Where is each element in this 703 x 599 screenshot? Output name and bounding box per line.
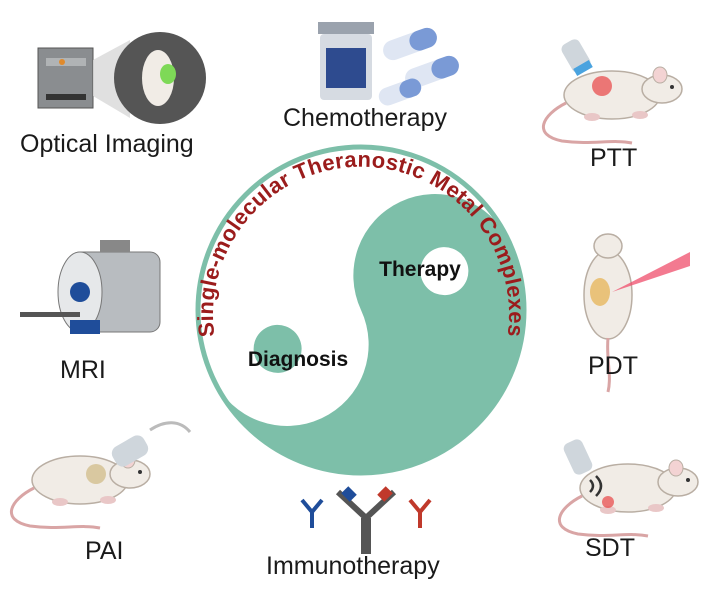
chemotherapy-label: Chemotherapy <box>283 104 447 132</box>
pdt-label: PDT <box>588 352 638 380</box>
immunotherapy-label: Immunotherapy <box>266 552 440 580</box>
pdt-mouse-icon <box>583 233 690 393</box>
ptt-mouse-icon <box>541 39 684 145</box>
diagnosis-label: Diagnosis <box>248 348 348 371</box>
mri-label: MRI <box>60 356 106 384</box>
ptt-label: PTT <box>590 144 638 172</box>
pai-mouse-icon <box>9 421 192 530</box>
mri-scanner-icon <box>20 240 161 334</box>
chemotherapy-icon <box>318 22 459 106</box>
optical-imaging-icon <box>37 32 206 124</box>
therapy-dot <box>420 247 469 296</box>
pai-label: PAI <box>85 537 124 565</box>
therapy-label: Therapy <box>379 258 461 281</box>
sdt-mouse-icon <box>557 439 700 538</box>
sdt-label: SDT <box>585 534 635 562</box>
diagnosis-dot <box>253 324 302 373</box>
immunotherapy-antibody-icon <box>300 486 432 554</box>
yin-yang <box>195 144 527 476</box>
optical-imaging-label: Optical Imaging <box>20 130 194 158</box>
